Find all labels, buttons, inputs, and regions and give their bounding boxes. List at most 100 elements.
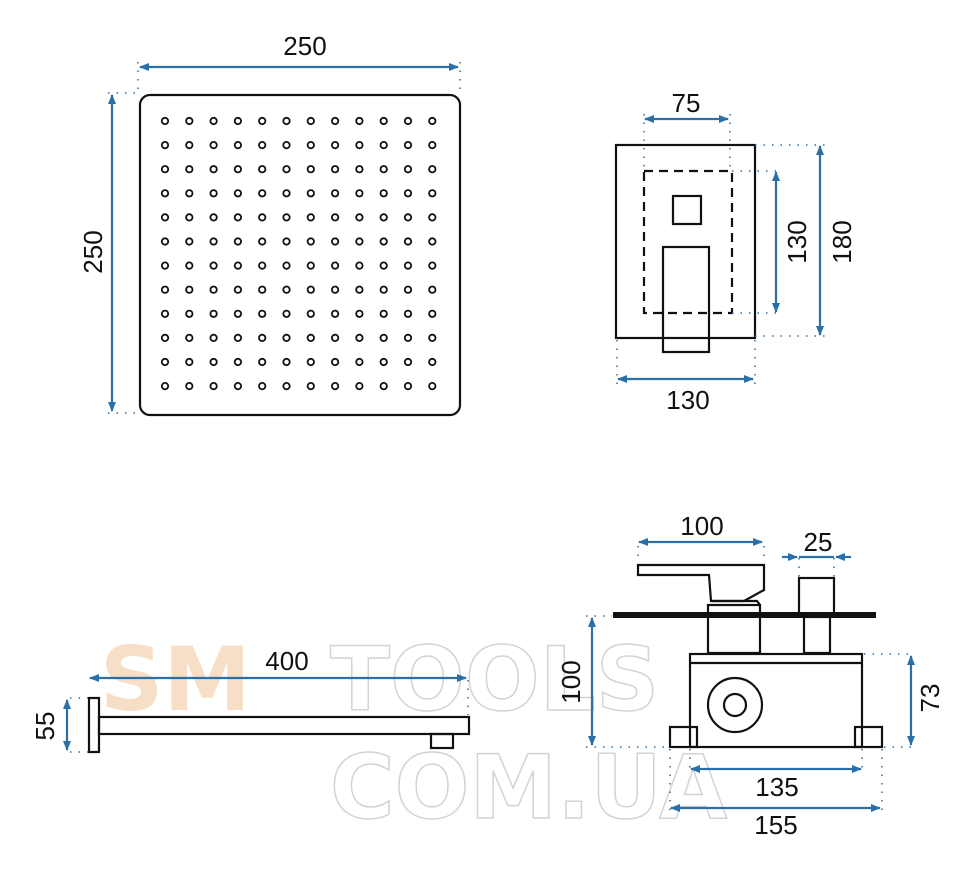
shower-head-outline	[138, 93, 462, 417]
nozzle	[330, 189, 340, 198]
dim-diverter-width: 25	[804, 527, 833, 557]
dim-arm-height: 55	[30, 712, 60, 741]
nozzle	[330, 116, 340, 126]
nozzle	[209, 237, 218, 246]
nozzle	[209, 309, 218, 318]
nozzle	[403, 333, 413, 342]
nozzle	[306, 309, 315, 318]
nozzle	[355, 189, 364, 198]
nozzle	[185, 189, 194, 198]
nozzle	[355, 333, 364, 342]
nozzle	[282, 261, 291, 270]
dim-inner-height: 130	[782, 220, 812, 263]
nozzle	[428, 285, 437, 294]
panel-outline	[614, 143, 757, 340]
nozzle	[428, 261, 437, 270]
nozzle	[160, 189, 170, 198]
watermark: SM TOOLS COM.UA	[100, 627, 728, 840]
diverter-stem	[802, 615, 832, 655]
nozzle	[282, 309, 291, 318]
nozzle	[379, 333, 388, 342]
nozzle	[379, 381, 388, 391]
nozzle	[330, 381, 340, 391]
nozzle	[233, 381, 242, 391]
dim-box-width: 135	[755, 772, 798, 802]
nozzle	[160, 309, 170, 318]
nozzle	[355, 261, 364, 270]
nozzle	[330, 309, 340, 318]
nozzle	[282, 213, 291, 222]
dim-head-width: 250	[283, 31, 326, 61]
nozzle	[355, 357, 364, 367]
nozzle	[233, 261, 242, 270]
nozzle	[209, 333, 218, 342]
nozzle	[233, 237, 242, 246]
nozzle	[258, 357, 267, 367]
nozzle	[330, 357, 340, 367]
nozzle	[428, 357, 437, 367]
mount-foot-left	[668, 725, 699, 749]
nozzle	[209, 285, 218, 294]
nozzle	[282, 189, 291, 198]
inlet-port	[706, 676, 764, 734]
nozzle	[355, 116, 364, 126]
nozzle	[306, 333, 315, 342]
nozzle	[428, 141, 437, 150]
diverter-knob-side	[797, 576, 836, 617]
arm-tube	[97, 715, 471, 736]
nozzle	[306, 285, 315, 294]
nozzle	[403, 357, 413, 367]
nozzle	[428, 237, 437, 246]
nozzle	[233, 213, 242, 222]
nozzle	[209, 165, 218, 174]
nozzle	[258, 116, 267, 126]
dim-arm-length: 400	[265, 646, 308, 676]
dim-head-height: 250	[78, 230, 108, 273]
mixer-lever	[636, 563, 766, 603]
nozzle	[403, 237, 413, 246]
watermark-brand: SM	[100, 628, 251, 731]
nozzle	[379, 285, 388, 294]
nozzle	[403, 261, 413, 270]
nozzle	[258, 141, 267, 150]
nozzle	[185, 285, 194, 294]
dim-total-depth: 100	[556, 660, 586, 703]
arm-outlet	[429, 732, 455, 750]
nozzle	[160, 116, 170, 126]
valve-box	[688, 652, 864, 749]
nozzle	[185, 141, 194, 150]
nozzle	[282, 116, 291, 126]
nozzle	[185, 213, 194, 222]
nozzle	[379, 237, 388, 246]
nozzle	[330, 237, 340, 246]
nozzle	[282, 237, 291, 246]
watermark-domain: COM.UA	[330, 736, 727, 839]
nozzle	[403, 309, 413, 318]
nozzle	[428, 116, 437, 126]
nozzle	[282, 357, 291, 367]
nozzle	[185, 165, 194, 174]
nozzle	[306, 237, 315, 246]
nozzle	[355, 213, 364, 222]
dim-panel-width: 130	[666, 385, 709, 415]
nozzle	[428, 165, 437, 174]
nozzle	[306, 116, 315, 126]
mixer-body-view: 100 25 100 73 135 155	[556, 511, 945, 840]
nozzle	[258, 237, 267, 246]
nozzle	[379, 357, 388, 367]
nozzle	[160, 165, 170, 174]
nozzle	[403, 165, 413, 174]
shower-head-view: 250 250	[78, 31, 462, 417]
nozzle	[330, 213, 340, 222]
diverter-knob	[671, 194, 703, 226]
nozzle	[209, 381, 218, 391]
nozzle-grid	[160, 116, 437, 391]
watermark-name: TOOLS	[330, 628, 659, 731]
nozzle	[379, 141, 388, 150]
nozzle	[428, 309, 437, 318]
nozzle	[160, 261, 170, 270]
nozzle	[306, 213, 315, 222]
nozzle	[355, 381, 364, 391]
dim-overall-width: 155	[754, 810, 797, 840]
nozzle	[258, 381, 267, 391]
